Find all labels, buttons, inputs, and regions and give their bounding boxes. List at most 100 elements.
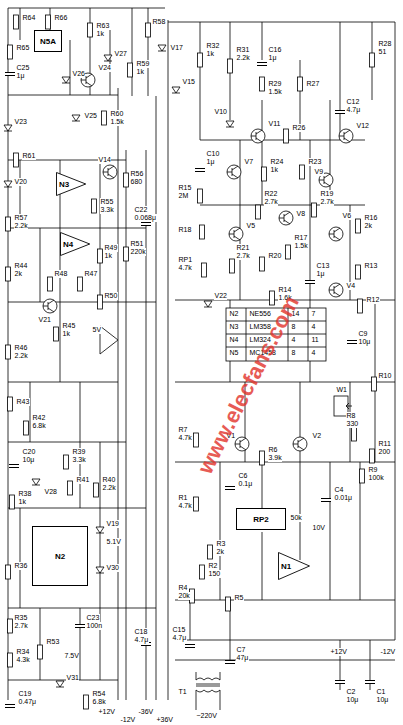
- part-label: 1k: [206, 50, 214, 58]
- part-designator: N5A: [40, 37, 56, 46]
- part-label: 1μ: [206, 158, 215, 166]
- part-label: 7.5V: [64, 652, 79, 660]
- part-label: 4.7k: [178, 434, 192, 442]
- part-label: C7: [236, 646, 246, 654]
- part-label: V20: [14, 178, 27, 186]
- part-label: V30: [106, 564, 119, 572]
- part-label: 51: [378, 48, 387, 56]
- part-label: 10μ: [358, 338, 371, 346]
- part-label: 2k: [216, 548, 224, 556]
- part-label: R54: [92, 690, 106, 698]
- part-label: C22: [134, 206, 148, 214]
- part-label: 2.2k: [102, 484, 116, 492]
- part-label: -12V: [380, 648, 396, 656]
- part-label: R10: [378, 372, 392, 380]
- part-label: R58: [152, 18, 166, 26]
- part-label: R38: [18, 490, 32, 498]
- part-label: 2.7k: [264, 198, 278, 206]
- part-label: V6: [342, 212, 352, 220]
- op-amp-triangle: [279, 553, 310, 580]
- op-amp-box: N1: [278, 552, 310, 580]
- part-label: 1k: [62, 330, 70, 338]
- part-label: R45: [62, 322, 76, 330]
- part-label: C6: [238, 472, 248, 480]
- part-label: R64: [22, 14, 36, 22]
- part-label: R32: [206, 42, 220, 50]
- part-label: 1.5k: [110, 118, 124, 126]
- part-label: 4.7k: [178, 502, 192, 510]
- part-label: 1μ: [16, 72, 25, 80]
- part-label: 2M: [178, 192, 189, 200]
- part-label: C4: [334, 486, 344, 494]
- part-label: 10V: [312, 524, 325, 532]
- part-label: R61: [22, 152, 36, 160]
- part-label: 2.7k: [236, 252, 250, 260]
- part-label: R21: [236, 244, 250, 252]
- part-label: R13: [364, 262, 378, 270]
- part-label: V2: [312, 432, 322, 440]
- part-label: R43: [16, 398, 30, 406]
- op-amp-box: N3: [56, 172, 86, 196]
- part-label: C15: [172, 626, 186, 634]
- table-cell: N4: [229, 336, 239, 344]
- part-label: C1: [376, 688, 386, 696]
- part-label: +12V: [330, 648, 348, 656]
- part-label: C10: [206, 150, 220, 158]
- part-label: R6: [268, 446, 278, 454]
- table-cell: NE556: [249, 310, 271, 318]
- part-label: R42: [32, 414, 46, 422]
- part-label: V4: [346, 282, 356, 290]
- part-label: W1: [336, 386, 348, 394]
- part-label: 1k: [18, 498, 26, 506]
- part-label: V12: [356, 122, 369, 130]
- part-label: R36: [14, 562, 28, 570]
- ic-box: N5A: [34, 30, 62, 52]
- part-label: R12: [366, 296, 380, 304]
- part-label: -12V: [120, 716, 136, 724]
- table-cell: 4: [291, 336, 296, 344]
- part-label: R23: [308, 158, 322, 166]
- part-label: C23: [86, 614, 100, 622]
- part-label: 6.8k: [92, 698, 106, 706]
- part-label: R16: [364, 214, 378, 222]
- part-label: 1.5k: [294, 242, 308, 250]
- part-label: +12V: [98, 708, 116, 716]
- part-label: V11: [268, 120, 281, 128]
- part-label: R34: [16, 648, 30, 656]
- table-cell: 7: [311, 310, 316, 318]
- op-amp-triangle: [57, 173, 86, 196]
- part-label: R59: [136, 60, 150, 68]
- part-label: R60: [110, 110, 124, 118]
- part-label: V14: [98, 156, 111, 164]
- part-designator: N4: [63, 240, 79, 249]
- part-label: V17: [170, 44, 183, 52]
- part-label: V9: [314, 168, 324, 176]
- part-label: R19: [320, 190, 334, 198]
- table-cell: 11: [311, 336, 319, 344]
- part-label: R18: [178, 226, 192, 234]
- part-label: R66: [54, 14, 68, 22]
- part-label: R5: [234, 594, 244, 602]
- ic-box: N2: [32, 526, 88, 586]
- part-label: 2.7k: [14, 622, 28, 630]
- op-amp-triangle: [61, 233, 90, 256]
- part-label: C9: [358, 330, 368, 338]
- part-designator: RP2: [253, 515, 269, 524]
- part-label: R63: [96, 22, 110, 30]
- part-label: 680: [130, 178, 143, 186]
- part-label: R7: [178, 426, 188, 434]
- part-label: 47μ: [236, 654, 249, 662]
- part-label: 0.068μ: [134, 214, 157, 222]
- part-label: R53: [46, 638, 60, 646]
- part-label: R17: [294, 234, 308, 242]
- part-label: 100n: [86, 622, 103, 630]
- table-cell: N2: [229, 310, 239, 318]
- part-label: V24: [98, 64, 111, 72]
- part-label: C16: [268, 46, 282, 54]
- part-label: 2.2k: [14, 222, 28, 230]
- part-label: R57: [14, 214, 28, 222]
- part-label: R65: [16, 44, 30, 52]
- part-label: V23: [14, 118, 27, 126]
